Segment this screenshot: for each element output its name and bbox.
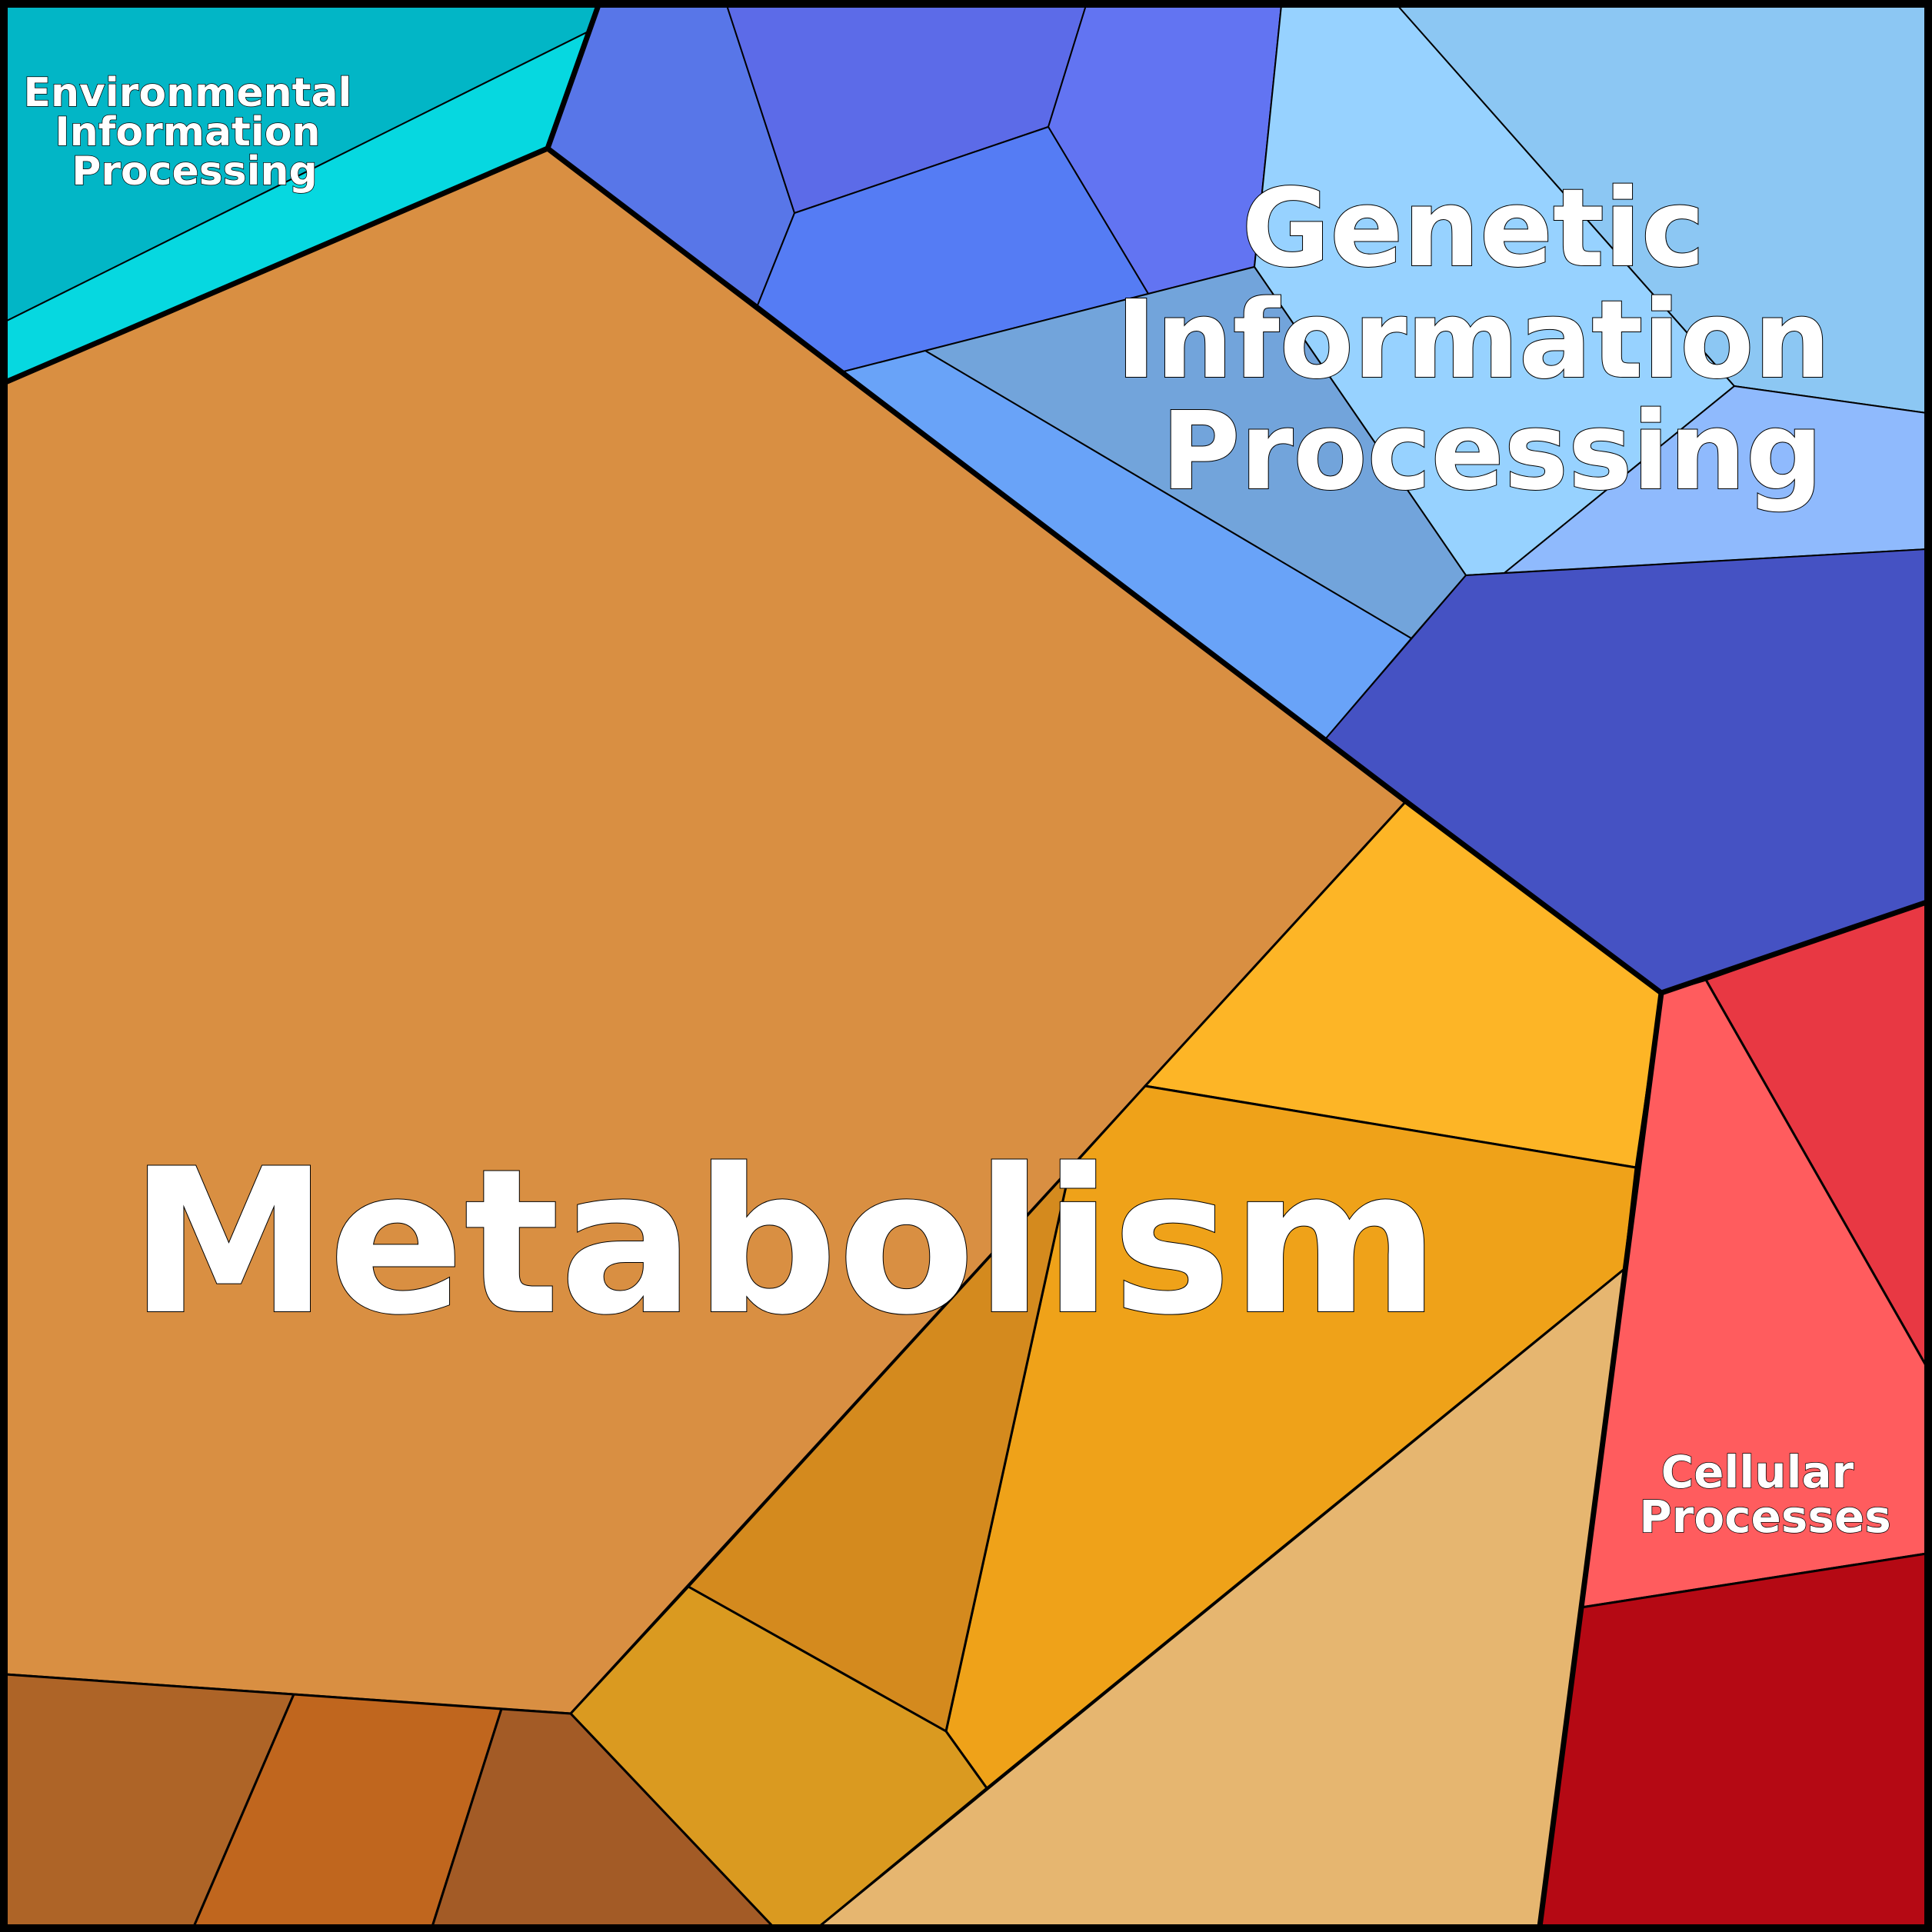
environmental-information-processing-label: Environmental Information Processing (23, 70, 365, 195)
metabolism-label: Metabolism (129, 1127, 1439, 1359)
genetic-information-processing-region (547, 5, 1927, 994)
genetic-information-processing-label: Genetic Information Processing (1116, 166, 1868, 515)
cellular-cell[interactable] (1538, 1552, 1928, 1928)
metabolism-region (4, 147, 1663, 1928)
cellular-processes-label: Cellular Processes (1639, 1446, 1891, 1543)
cellular-processes-region (1538, 901, 1928, 1928)
category-boundaries (4, 4, 1928, 1927)
